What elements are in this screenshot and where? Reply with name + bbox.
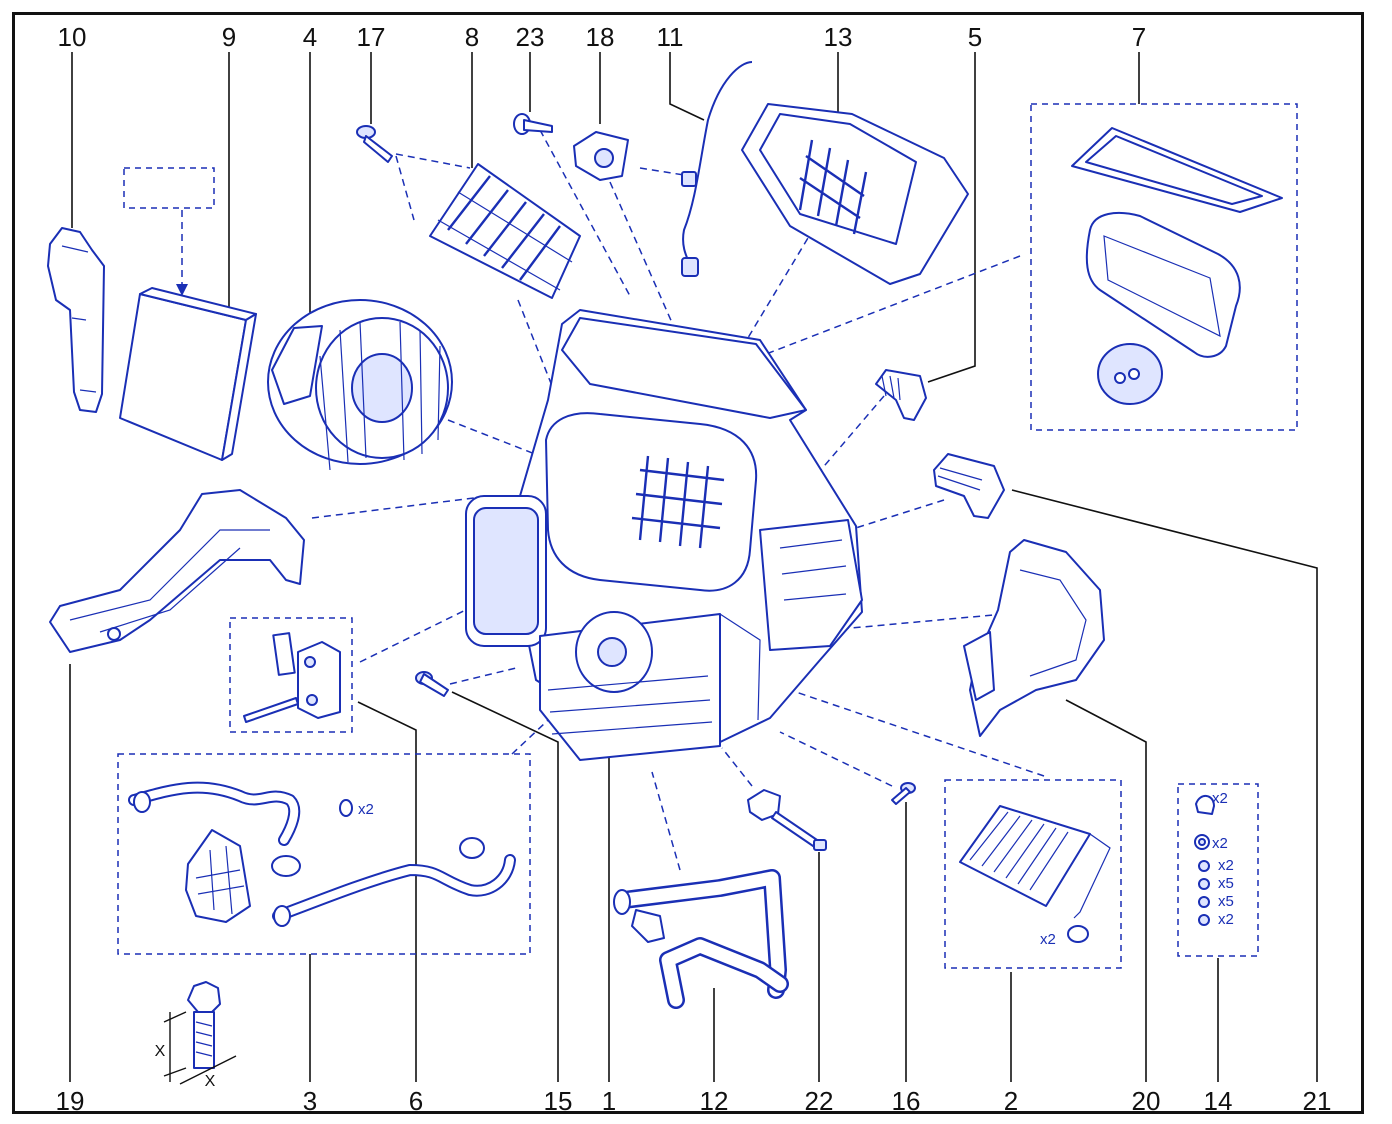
part-1-main-housing bbox=[465, 309, 863, 761]
arrow-12 bbox=[651, 771, 681, 871]
arrow-22 bbox=[721, 747, 753, 787]
part-12-pipe bbox=[613, 869, 789, 1009]
dimension-label-vertical: X bbox=[155, 1043, 166, 1060]
label-placeholder-box bbox=[123, 167, 215, 209]
part-14-fastener-kit: x2 x2 x2 x5 x5 x2 bbox=[1194, 790, 1234, 928]
leader-15 bbox=[451, 691, 559, 1082]
arrow-2 bbox=[789, 689, 1045, 777]
qty-kit-2: x2 bbox=[1212, 835, 1228, 852]
part-8-flap-grid bbox=[429, 163, 581, 299]
arrow-7 bbox=[729, 255, 1021, 369]
qty-kit-1: x2 bbox=[1212, 790, 1228, 807]
callouts-top: 10 9 4 17 8 23 18 11 13 5 7 bbox=[58, 22, 1147, 52]
part-6-expansion-valve bbox=[243, 632, 341, 723]
part-15-screw bbox=[415, 671, 449, 697]
kit-6-box bbox=[229, 617, 353, 733]
callout-15: 15 bbox=[544, 1086, 573, 1116]
part-11-wiring-harness bbox=[681, 61, 753, 277]
leader-lines bbox=[69, 52, 1318, 1082]
callout-5: 5 bbox=[968, 22, 982, 52]
arrow-17-8b bbox=[395, 155, 415, 221]
leader-21 bbox=[1011, 489, 1318, 1082]
part-10-duct-trim bbox=[47, 227, 105, 413]
arrow-15 bbox=[449, 667, 517, 685]
leader-11 bbox=[669, 52, 705, 121]
callout-17: 17 bbox=[357, 22, 386, 52]
callout-23: 23 bbox=[516, 22, 545, 52]
part-22-temp-sensor bbox=[747, 789, 827, 851]
part-21-resistor bbox=[933, 453, 1005, 519]
part-19-left-duct bbox=[49, 489, 305, 653]
kit-7-box bbox=[1030, 103, 1298, 431]
callout-2: 2 bbox=[1004, 1086, 1018, 1116]
callout-8: 8 bbox=[465, 22, 479, 52]
arrow-23 bbox=[539, 129, 631, 297]
part-7-gasket-kit bbox=[1071, 127, 1283, 405]
kit-3-box bbox=[117, 753, 531, 955]
bolt-dimension-sketch: X X bbox=[155, 981, 237, 1090]
qty-kit-6: x2 bbox=[1218, 911, 1234, 928]
callout-22: 22 bbox=[805, 1086, 834, 1116]
arrow-blower bbox=[447, 419, 541, 457]
part-17-screw bbox=[356, 125, 393, 163]
callout-4: 4 bbox=[303, 22, 317, 52]
arrow-8 bbox=[517, 299, 557, 397]
qty-kit-5: x5 bbox=[1218, 893, 1234, 910]
kit-2-box bbox=[944, 779, 1122, 969]
part-18-actuator bbox=[573, 131, 629, 181]
callouts-bottom: 19 3 6 15 1 12 22 16 2 20 14 21 bbox=[56, 1086, 1332, 1116]
arrow-20 bbox=[807, 613, 1005, 633]
arrow-19 bbox=[311, 495, 491, 519]
group-boxes bbox=[117, 103, 1298, 969]
part-13-housing-grid bbox=[741, 103, 969, 285]
callout-9: 9 bbox=[222, 22, 236, 52]
part-4-blower-motor bbox=[267, 299, 453, 471]
part-3-hose-kit: x2 bbox=[128, 781, 516, 927]
part-23-push-clip bbox=[513, 113, 553, 135]
qty-kit-3: x2 bbox=[1218, 857, 1234, 874]
callout-6: 6 bbox=[409, 1086, 423, 1116]
callout-7: 7 bbox=[1132, 22, 1146, 52]
part-2-heater-core: x2 bbox=[959, 805, 1111, 948]
callout-18: 18 bbox=[586, 22, 615, 52]
kit-14-box bbox=[1177, 783, 1259, 957]
part-16-screw bbox=[891, 782, 916, 805]
part-20-right-duct bbox=[963, 539, 1105, 737]
callout-11: 11 bbox=[657, 22, 684, 52]
leader-20 bbox=[1065, 699, 1147, 1082]
arrow-16 bbox=[779, 731, 893, 787]
part-5-sensor bbox=[875, 369, 927, 421]
callout-12: 12 bbox=[700, 1086, 729, 1116]
qty-seal-pair: x2 bbox=[1040, 931, 1056, 948]
callout-20: 20 bbox=[1132, 1086, 1161, 1116]
callout-19: 19 bbox=[56, 1086, 85, 1116]
arrow-21 bbox=[779, 499, 945, 553]
callout-10: 10 bbox=[58, 22, 87, 52]
callout-14: 14 bbox=[1204, 1086, 1233, 1116]
callout-1: 1 bbox=[602, 1086, 616, 1116]
arrow-head bbox=[176, 284, 188, 296]
callout-3: 3 bbox=[303, 1086, 317, 1116]
part-9-cabin-filter bbox=[119, 287, 257, 461]
dimension-label-horizontal: X bbox=[205, 1073, 216, 1090]
leader-5 bbox=[927, 52, 976, 383]
arrow-17-8a bbox=[395, 153, 471, 169]
qty-clip-pair: x2 bbox=[358, 801, 374, 818]
callout-16: 16 bbox=[892, 1086, 921, 1116]
leader-6 bbox=[357, 701, 417, 1082]
qty-kit-4: x5 bbox=[1218, 875, 1234, 892]
fastener-bolts bbox=[1198, 860, 1210, 926]
callout-21: 21 bbox=[1303, 1086, 1332, 1116]
callout-13: 13 bbox=[824, 22, 853, 52]
